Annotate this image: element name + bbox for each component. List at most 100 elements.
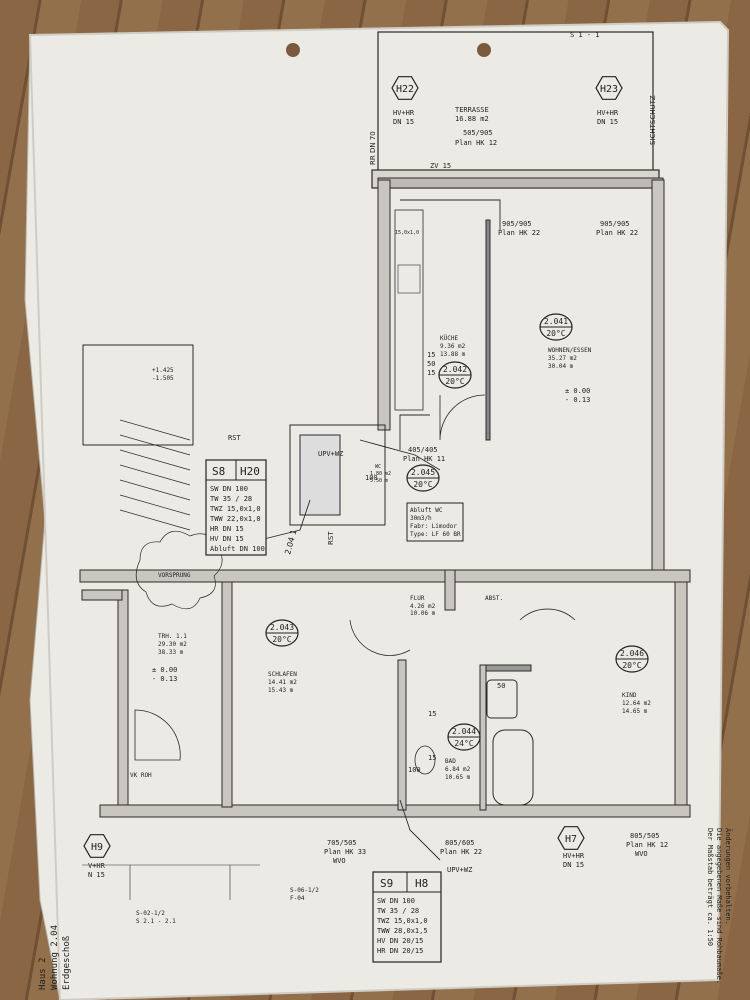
sichtschutz-label: SICHTSCHUTZ bbox=[649, 95, 657, 145]
trh-name: TRH. 1.1 bbox=[158, 633, 187, 640]
s9-lines-line: TWZ 15,0x1,0 bbox=[377, 917, 428, 925]
bad-50: 50 bbox=[497, 682, 505, 690]
bad-area2: 10.65 m bbox=[445, 774, 471, 781]
terrace-area: 16.88 m2 bbox=[455, 115, 489, 123]
wohnen-area1: 35.27 m2 bbox=[548, 355, 577, 362]
h22-stack-2: DN 15 bbox=[393, 118, 414, 126]
level-top: +1.425 bbox=[152, 367, 174, 374]
s8-lines-line: TWW 22,0x1,0 bbox=[210, 515, 261, 523]
scale-note: Der Maßstab beträgt ca. 1:50 Die angegeb… bbox=[706, 828, 733, 984]
room-tag-temp: 20°C bbox=[272, 635, 291, 644]
radiator-2-plan: Plan HK 22 bbox=[498, 229, 540, 237]
bad-area1: 6.84 m2 bbox=[445, 766, 471, 773]
h23-stack-1: HV+HR bbox=[597, 109, 619, 117]
punch-hole-left bbox=[286, 43, 300, 57]
h7-stack-1: HV+HR bbox=[563, 852, 585, 860]
h23-stack-2: DN 15 bbox=[597, 118, 618, 126]
s06-label: S-06-1/2 bbox=[290, 887, 319, 894]
s9-lines-line: TW 35 / 28 bbox=[377, 907, 419, 915]
zv-label: ZV 15 bbox=[430, 162, 451, 170]
kitchen-k15a: 15 bbox=[427, 351, 435, 359]
schlafen-area2: 15.43 m bbox=[268, 687, 294, 694]
bad-100: 100 bbox=[408, 766, 421, 774]
s8-lines-line: Abluft DN 100 bbox=[210, 545, 265, 553]
level-wohnen-a: ± 0.00 bbox=[565, 387, 590, 395]
paper-sheet bbox=[24, 21, 729, 1000]
room-tag-id: 2.044 bbox=[452, 727, 476, 736]
room-tag-id: 2.043 bbox=[270, 623, 294, 632]
schlafen-area1: 14.41 m2 bbox=[268, 679, 297, 686]
s9-lines-line: TWW 28,0x1,5 bbox=[377, 927, 428, 935]
abst-name: ABST. bbox=[485, 595, 503, 602]
h22-stack-1: HV+HR bbox=[393, 109, 415, 117]
room-tag-2.043: 2.043 20°C bbox=[265, 619, 299, 647]
s9-lines-line: SW DN 100 bbox=[377, 897, 415, 905]
rr-label: RR DN 70 bbox=[369, 131, 377, 165]
radiator-4-size: 405/405 bbox=[408, 446, 438, 454]
kitchen-k100: 100 bbox=[365, 474, 378, 482]
hex-tag-label: H22 bbox=[396, 84, 414, 95]
terrace-name: TERRASSE bbox=[455, 106, 489, 114]
s9-tag: S9 bbox=[380, 877, 393, 890]
kitchen-counter bbox=[394, 209, 424, 411]
room-tag-temp: 20°C bbox=[546, 329, 565, 338]
wohnen-name: WOHNEN/ESSEN bbox=[548, 347, 592, 354]
kind-area2: 14.65 m bbox=[622, 708, 648, 715]
wall-west-stair bbox=[82, 344, 194, 446]
bathtub bbox=[492, 729, 534, 806]
counter-dim: 15,0x1,0 bbox=[395, 230, 419, 236]
s1-label: S 1 - 1 bbox=[570, 31, 600, 39]
radiator-5-size: 705/505 bbox=[327, 839, 357, 847]
scale-note-1: Der Maßstab beträgt ca. 1:50 bbox=[706, 828, 714, 946]
s8-lines-line: TWZ 15,0x1,0 bbox=[210, 505, 261, 513]
schlafen-name: SCHLAFEN bbox=[268, 671, 297, 678]
room-tag-id: 2.042 bbox=[443, 365, 467, 374]
hex-tag-label: H23 bbox=[600, 84, 618, 95]
kind-area1: 12.64 m2 bbox=[622, 700, 651, 707]
s9-lines-line: HR DN 20/15 bbox=[377, 947, 423, 955]
rst-label-2: RST bbox=[327, 531, 335, 545]
h9-stack-2: N 15 bbox=[88, 871, 105, 879]
radiator-7-extra: WVO bbox=[635, 850, 648, 858]
level-trh-b: - 0.13 bbox=[152, 675, 177, 683]
wohnen-area2: 30.04 m bbox=[548, 363, 574, 370]
abluft-lines-line: 30m3/h bbox=[410, 515, 432, 522]
title-block: Haus 2 Wohnung 2.04 Erdgeschoß bbox=[38, 925, 72, 990]
abluft-lines-line: Type: LF 60 BR bbox=[410, 531, 461, 538]
title-line-3: Erdgeschoß bbox=[62, 935, 72, 990]
wc-area1: 1.80 m2 bbox=[370, 471, 391, 477]
h20-tag: H20 bbox=[240, 465, 260, 478]
hex-tag-h22: H22 bbox=[391, 76, 419, 100]
flur-area1: 4.26 m2 bbox=[410, 603, 436, 610]
bad-15a: 15 bbox=[428, 710, 436, 718]
room-tag-temp: 20°C bbox=[413, 480, 432, 489]
title-line-2: Wohnung 2.04 bbox=[50, 925, 60, 990]
wc-name: WC bbox=[375, 464, 381, 470]
upv-wz-label-1: UPV+WZ bbox=[318, 450, 343, 458]
s9-lines-line: HV DN 20/15 bbox=[377, 937, 423, 945]
door-kitchen bbox=[439, 394, 486, 441]
s8-lines-line: HR DN 15 bbox=[210, 525, 244, 533]
s02-label: S-02-1/2 bbox=[136, 910, 165, 917]
radiator-6-size: 805/605 bbox=[445, 839, 475, 847]
hex-tag-h23: H23 bbox=[595, 76, 623, 100]
s8-lines-line: TW 35 / 28 bbox=[210, 495, 252, 503]
vk-rohr-label: VK ROH bbox=[130, 772, 152, 779]
hex-tag-h7: H7 bbox=[557, 826, 585, 850]
hex-tag-label: H9 bbox=[91, 842, 103, 853]
vorsprung-outline bbox=[135, 530, 223, 610]
wall-middle bbox=[79, 569, 691, 583]
title-line-1: Haus 2 bbox=[38, 957, 48, 990]
wall-north bbox=[377, 177, 664, 189]
rst-label-1: RST bbox=[228, 434, 241, 442]
hex-tag-h9: H9 bbox=[83, 834, 111, 858]
trh-area2: 38.33 m bbox=[158, 649, 184, 656]
kitchen-area2: 13.88 m bbox=[440, 351, 466, 358]
wc-area2: 5.50 m bbox=[370, 478, 388, 484]
